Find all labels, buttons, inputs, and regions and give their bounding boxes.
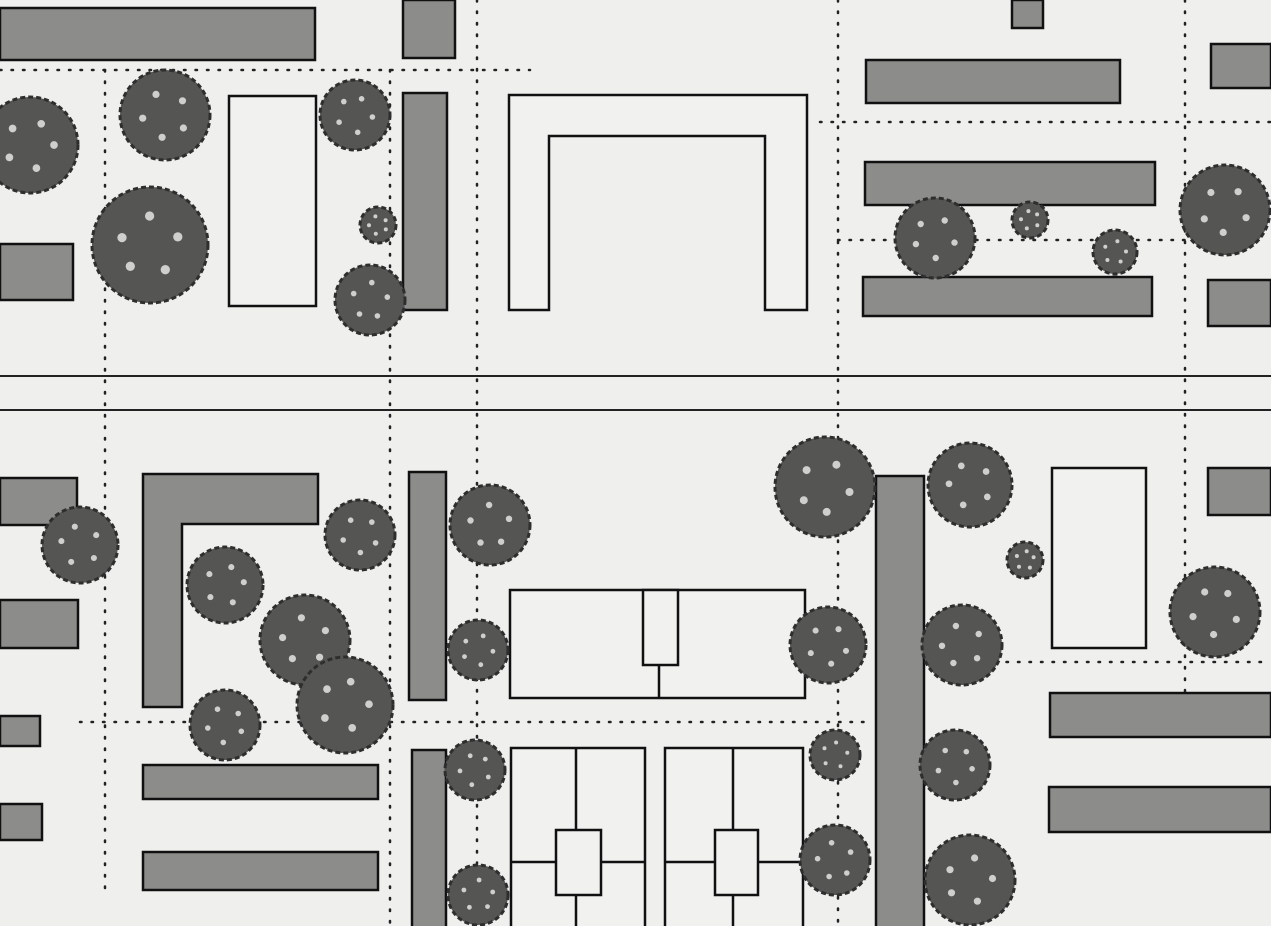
tree-icon: [918, 728, 992, 802]
tree-icon: [185, 545, 265, 625]
building-block: [1010, 0, 1045, 30]
building-block: [0, 802, 44, 842]
tree-icon: [798, 823, 872, 897]
tree-icon: [1005, 540, 1045, 580]
tree-icon: [1168, 565, 1262, 659]
building-block: [0, 6, 317, 62]
tree-icon: [893, 196, 977, 280]
twin-building-left: [509, 746, 647, 926]
l-shaped-building: [141, 472, 320, 709]
tree-icon: [188, 688, 262, 762]
tree-icon: [923, 833, 1017, 926]
courtyard-building: [508, 588, 807, 700]
tree-icon: [920, 603, 1004, 687]
main-road: [0, 375, 1271, 411]
tree-icon: [90, 185, 210, 305]
building-outline: [1050, 466, 1148, 650]
building-block: [401, 91, 449, 312]
twin-building-right: [663, 746, 805, 926]
tree-icon: [358, 205, 398, 245]
trees: [0, 68, 1271, 926]
tree-icon: [318, 78, 392, 152]
tree-icon: [808, 728, 862, 782]
building-outline: [227, 94, 318, 308]
tree-icon: [926, 441, 1014, 529]
building-block: [1206, 466, 1271, 517]
building-block: [410, 748, 448, 926]
building-annex: [641, 588, 680, 667]
tree-icon: [323, 498, 397, 572]
building-outline: [509, 746, 647, 926]
building-block: [0, 714, 42, 748]
building-block: [0, 242, 75, 302]
tree-icon: [773, 435, 877, 539]
building-block: [141, 763, 380, 801]
building-block: [407, 470, 448, 702]
u-shaped-building: [507, 93, 809, 312]
building-block: [874, 474, 926, 926]
tree-icon: [448, 483, 532, 567]
building-block: [861, 275, 1154, 318]
building-block: [401, 0, 457, 60]
tree-icon: [788, 605, 868, 685]
tree-icon: [118, 68, 212, 162]
tree-icon: [446, 863, 510, 926]
building-block: [141, 850, 380, 892]
tree-icon: [1178, 163, 1271, 257]
tree-icon: [40, 505, 120, 585]
building-block: [1047, 785, 1271, 834]
building-block: [863, 160, 1157, 207]
building-block: [864, 58, 1122, 105]
tree-icon: [1010, 200, 1050, 240]
tree-icon: [0, 95, 80, 195]
tree-icon: [295, 655, 395, 755]
building-block: [1209, 42, 1271, 90]
building-block: [1048, 691, 1271, 739]
building-block: [1206, 278, 1271, 328]
tree-icon: [446, 618, 510, 682]
building-block: [0, 598, 80, 650]
tree-icon: [333, 263, 407, 337]
tree-icon: [443, 738, 507, 802]
tree-icon: [1091, 228, 1139, 276]
building-core: [713, 828, 760, 897]
building-core: [554, 828, 603, 897]
